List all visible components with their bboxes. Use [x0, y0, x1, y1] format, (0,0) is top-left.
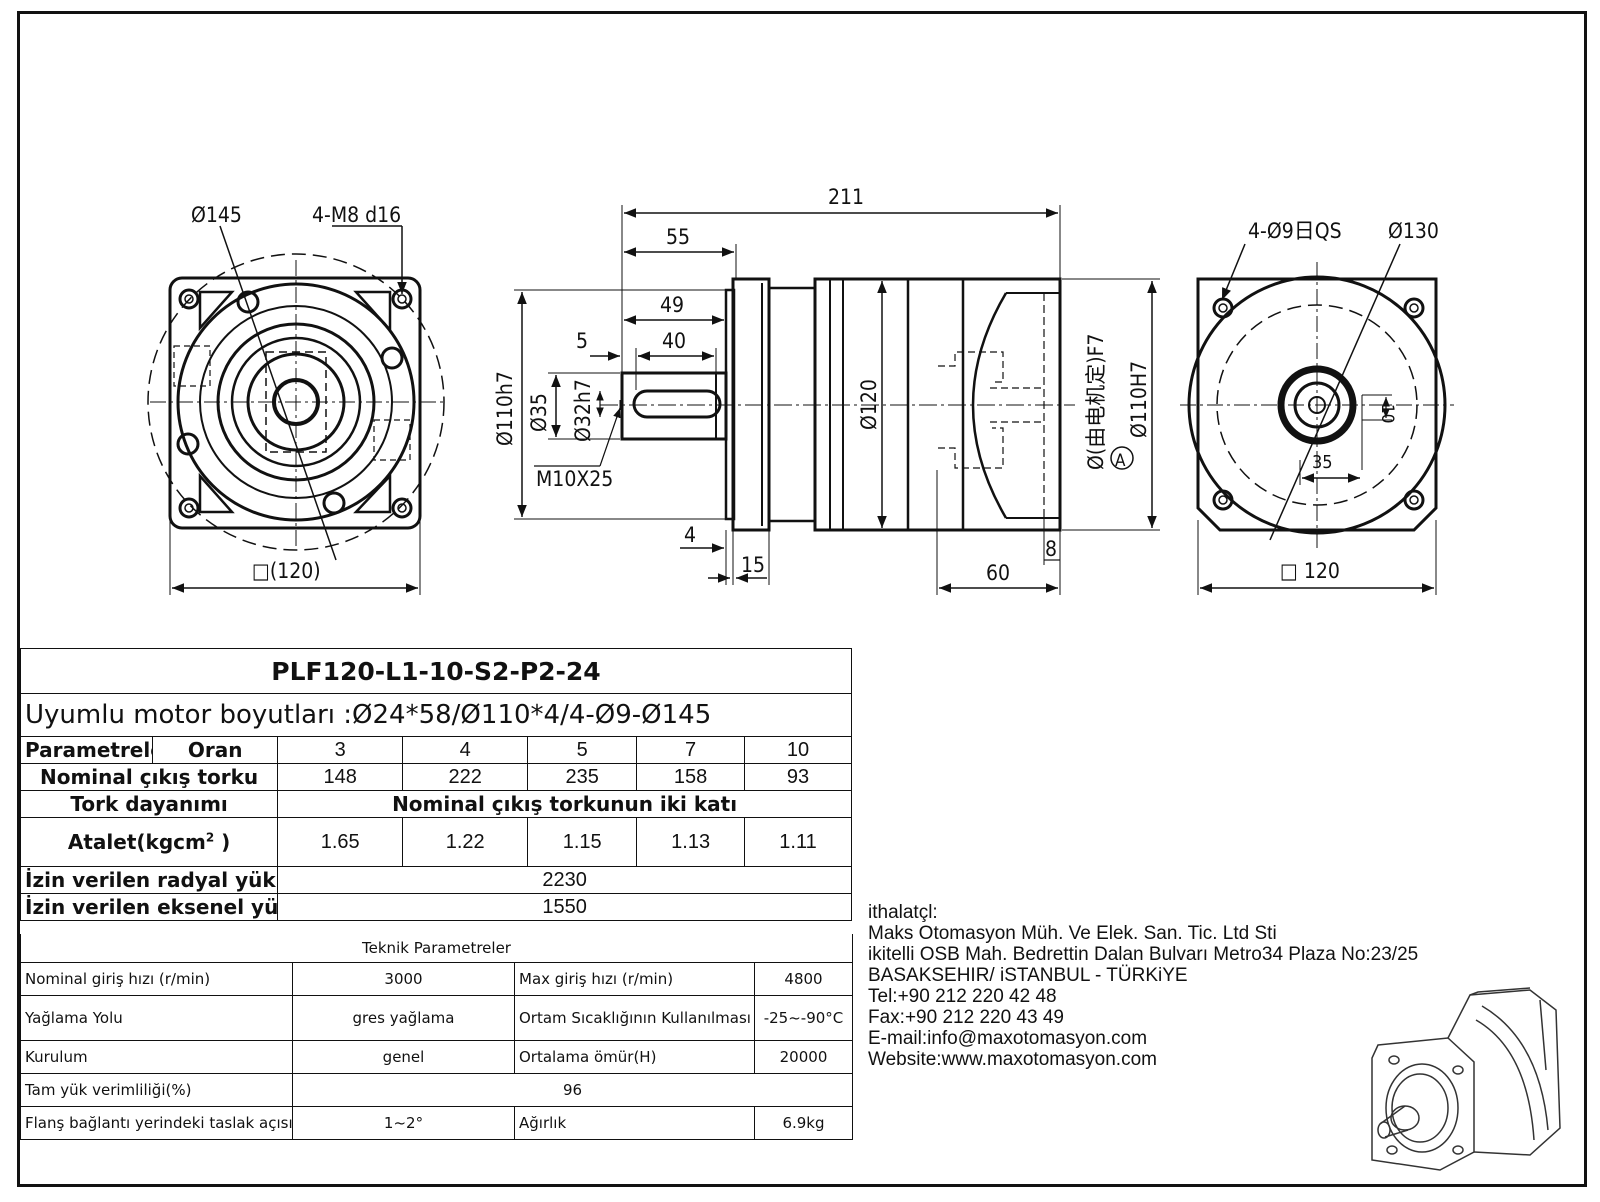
- torque-cell: 235: [527, 763, 638, 791]
- efficiency-label: Tam yük verimliliği(%): [20, 1073, 293, 1107]
- dim-49: 49: [660, 293, 684, 317]
- datum-A: A: [1115, 451, 1126, 471]
- inertia-cell: 1.22: [402, 817, 529, 867]
- weight-value: 6.9kg: [754, 1106, 853, 1140]
- dim-front-square: □(120): [252, 559, 321, 583]
- tech-label: Ortalama ömür(H): [514, 1040, 755, 1074]
- tech-value: 4800: [754, 962, 853, 996]
- fax: Fax:+90 212 220 43 49: [868, 1007, 1064, 1028]
- dim-32h7: Ø32h7: [571, 379, 595, 442]
- website-link[interactable]: Website:www.maxotomasyon.com: [868, 1049, 1157, 1070]
- side-view: [514, 205, 1160, 595]
- motor-dimensions: Uyumlu motor boyutları :Ø24*58/Ø110*4/4-…: [20, 693, 852, 737]
- dim-110H7: Ø110H7: [1127, 361, 1151, 438]
- dim-rear-10: 10: [1377, 404, 1397, 423]
- inertia-cell: 1.65: [277, 817, 404, 867]
- tech-label: Yağlama Yolu: [20, 995, 293, 1041]
- dim-front-holes: 4-M8 d16: [312, 203, 401, 227]
- inertia-cell: 1.15: [527, 817, 638, 867]
- tech-label: Kurulum: [20, 1040, 293, 1074]
- tech-label: Ortam Sıcaklığının Kullanılması: [514, 995, 755, 1041]
- dim-8: 8: [1045, 537, 1057, 561]
- tech-params-table: Teknik Parametreler Nominal giriş hızı (…: [20, 934, 853, 1140]
- flange-label: Flanş bağlantı yerindeki taslak açısı: [20, 1106, 293, 1140]
- torque-cell: 158: [636, 763, 746, 791]
- resistance-value: Nominal çıkış torkunun iki katı: [277, 790, 852, 818]
- torque-cell: 148: [277, 763, 404, 791]
- dim-55: 55: [666, 225, 690, 249]
- radial-load-value: 2230: [277, 866, 852, 894]
- resistance-label: Tork dayanımı: [19, 790, 279, 818]
- dim-motor-dia: Ø(由电机定)F7: [1084, 334, 1108, 471]
- inertia-cell: 1.13: [636, 817, 746, 867]
- city-line: BASAKSEHIR/ iSTANBUL - TÜRKiYE: [868, 965, 1188, 986]
- axial-load-label: İzin verilen eksenel yük N: [19, 893, 279, 921]
- tech-value: -25~-90°C: [754, 995, 853, 1041]
- dim-dia130: Ø130: [1388, 219, 1439, 243]
- inertia-label: Atalet(kgcm2 ): [19, 817, 279, 867]
- dim-4: 4: [684, 523, 696, 547]
- company-name: Maks Otomasyon Müh. Ve Elek. San. Tic. L…: [868, 923, 1277, 944]
- axial-load-value: 1550: [277, 893, 852, 921]
- ratio-cell: 5: [527, 736, 638, 764]
- flange-value: 1~2°: [292, 1106, 515, 1140]
- inertia-cell: 1.11: [744, 817, 852, 867]
- tech-title: Teknik Parametreler: [20, 934, 853, 963]
- spec-table: PLF120-L1-10-S2-P2-24 Uyumlu motor boyut…: [19, 648, 852, 921]
- phone: Tel:+90 212 220 42 48: [868, 986, 1057, 1007]
- param-label: Parametreler: [19, 736, 154, 764]
- contact-line: ithalatçl:: [868, 902, 938, 923]
- dim-211: 211: [828, 185, 864, 209]
- weight-label: Ağırlık: [514, 1106, 755, 1140]
- torque-label: Nominal çıkış torku: [19, 763, 279, 791]
- ratio-cell: 10: [744, 736, 852, 764]
- drawing-frame: [17, 11, 1587, 1187]
- tech-value: genel: [292, 1040, 515, 1074]
- tech-value: gres yağlama: [292, 995, 515, 1041]
- dim-rear-35: 35: [1312, 452, 1333, 473]
- torque-cell: 93: [744, 763, 852, 791]
- ratio-cell: 3: [277, 736, 404, 764]
- oran-label: Oran: [152, 736, 279, 764]
- dim-60: 60: [986, 561, 1010, 585]
- dim-rear-square: □ 120: [1280, 559, 1340, 583]
- torque-cell: 222: [402, 763, 529, 791]
- tech-label: Nominal giriş hızı (r/min): [20, 962, 293, 996]
- ratio-cell: 7: [636, 736, 746, 764]
- ratio-cell: 4: [402, 736, 529, 764]
- email-link[interactable]: E-mail:info@maxotomasyon.com: [868, 1028, 1148, 1049]
- dim-rear-holes: 4-Ø9日QS: [1248, 219, 1342, 243]
- tech-value: 20000: [754, 1040, 853, 1074]
- importer-contact: ithalatçl: Maks Otomasyon Müh. Ve Elek. …: [868, 902, 1418, 1070]
- dim-5: 5: [576, 329, 588, 353]
- tech-label: Max giriş hızı (r/min): [514, 962, 755, 996]
- front-view: [147, 225, 446, 595]
- radial-load-label: İzin verilen radyal yük N: [19, 866, 279, 894]
- dim-m10x25: M10X25: [536, 467, 613, 491]
- dim-dia35: Ø35: [527, 393, 551, 432]
- dim-110h7: Ø110h7: [493, 371, 517, 446]
- efficiency-value: 96: [292, 1073, 853, 1107]
- gearbox-isometric-sketch: [1371, 987, 1561, 1171]
- model-code: PLF120-L1-10-S2-P2-24: [20, 648, 852, 694]
- dim-40: 40: [662, 329, 686, 353]
- dim-dia145: Ø145: [191, 203, 242, 227]
- dim-15: 15: [741, 553, 765, 577]
- rear-view: [1180, 243, 1454, 595]
- tech-value: 3000: [292, 962, 515, 996]
- dim-dia120: Ø120: [857, 379, 881, 430]
- address-line: ikitelli OSB Mah. Bedrettin Dalan Bulvar…: [868, 944, 1419, 965]
